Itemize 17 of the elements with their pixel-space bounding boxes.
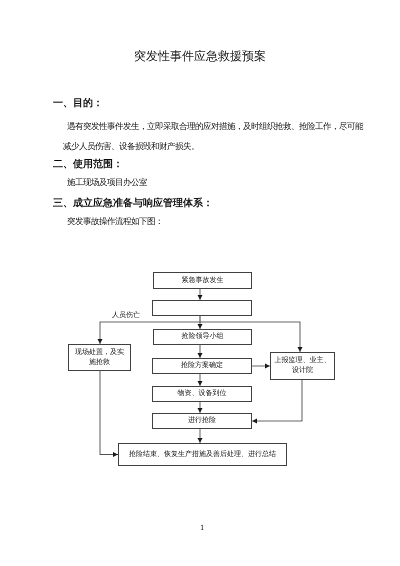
section-heading: 二、使用范围： <box>53 158 123 171</box>
arrow <box>100 370 118 457</box>
paragraph: 遇有突发性事件发生，立即采取合理的应对措施，及时组织抢救、抢险工作，尽可能减少人员伤害、设备损毁和财产损失。 <box>63 120 363 153</box>
arrow <box>198 428 202 444</box>
arrow <box>200 316 302 352</box>
empty-box <box>152 300 252 316</box>
arrow <box>198 344 202 358</box>
arrow <box>252 380 302 424</box>
arrow <box>198 288 202 300</box>
arrow <box>252 364 270 368</box>
paragraph: 突发事故操作流程如下图： <box>67 216 163 227</box>
section-heading: 三、成立应急准备与响应管理体系： <box>53 196 213 210</box>
paragraph: 施工现场及项目办公室 <box>67 177 147 188</box>
section-heading: 一、目的： <box>53 96 103 110</box>
arrow <box>198 374 202 386</box>
arrow <box>198 402 202 414</box>
document-title: 突发性事件应急救援预案 <box>133 48 267 65</box>
